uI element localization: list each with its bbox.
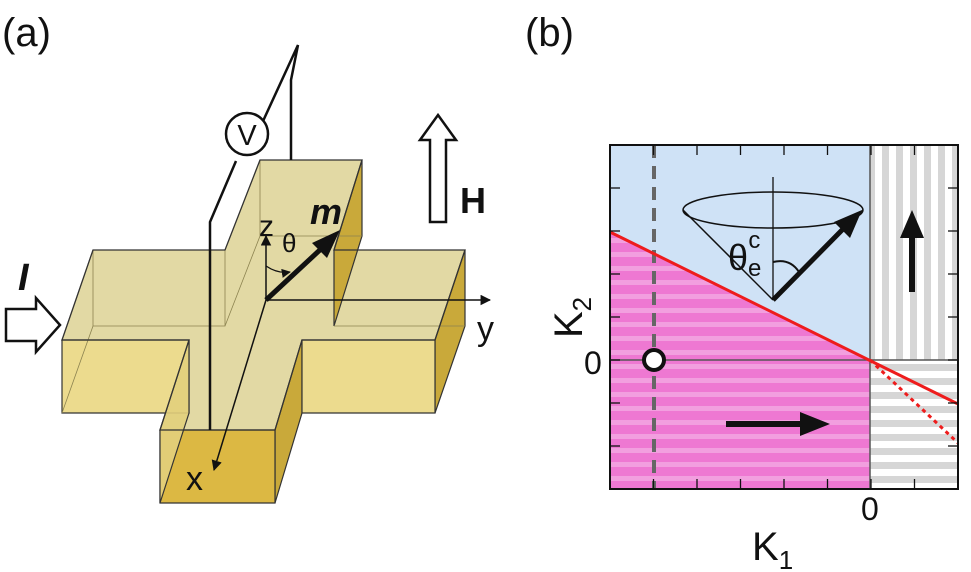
voltmeter-label: V — [237, 120, 257, 152]
axis-x-label: x — [186, 460, 203, 498]
horizontal-stripe-region — [870, 360, 958, 489]
theta-label: θ — [282, 228, 296, 258]
magnetization-arrow — [264, 246, 324, 302]
right-arrow — [726, 412, 830, 436]
state-marker — [642, 348, 666, 372]
axis-ticks — [609, 144, 959, 490]
slab-top-outline — [61, 159, 466, 431]
theta-arc — [265, 265, 291, 278]
axis-z-label: z — [259, 210, 274, 243]
current-arrow — [4, 294, 62, 356]
cone-vector — [771, 224, 848, 302]
current-label: I — [18, 257, 30, 299]
boundary-line — [609, 230, 959, 406]
cone-angle-label: θec — [728, 227, 761, 282]
cone-vector-head — [834, 210, 862, 238]
voltmeter-wire-right — [256, 44, 300, 160]
x-zero-label: 0 — [861, 491, 879, 527]
slab-front-right — [301, 339, 436, 414]
magnetization-label: m — [310, 191, 342, 232]
x-axis-label: K1 — [752, 525, 793, 572]
magnetization-arrowhead — [312, 230, 340, 258]
panel-b: (b) θec — [525, 11, 960, 572]
cone-angle-arc — [772, 260, 800, 273]
field-label: H — [460, 180, 486, 221]
y-axis-label: K2 — [547, 297, 597, 338]
axis-x — [211, 299, 267, 472]
field-arrow — [417, 112, 459, 224]
axis-y-label: y — [477, 310, 494, 348]
voltmeter-wire-left — [208, 160, 238, 430]
panel-a-label: (a) — [2, 11, 51, 55]
voltmeter-symbol — [224, 111, 270, 157]
panel-b-label: (b) — [525, 11, 574, 55]
cone-side-left — [682, 209, 774, 301]
panel-a: (a) V — [2, 11, 494, 504]
cone-diagram: θec — [682, 177, 864, 302]
up-arrow — [900, 210, 924, 292]
y-zero-label: 0 — [584, 345, 602, 381]
